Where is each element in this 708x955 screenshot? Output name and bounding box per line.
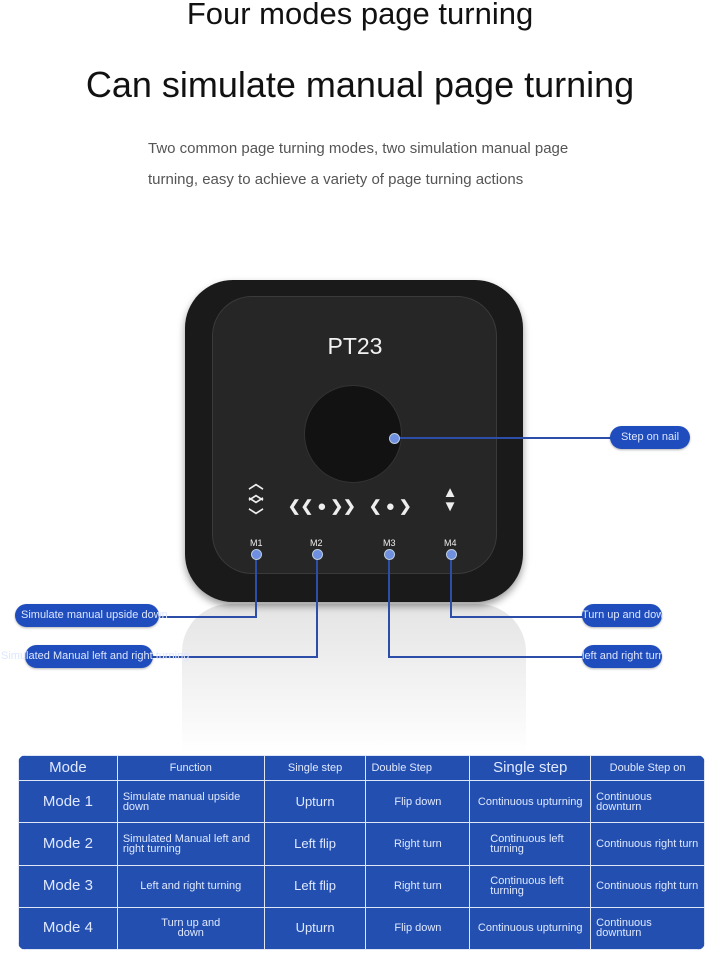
callout-dot <box>446 549 457 560</box>
callout-m2: Simulated Manual left and right turning <box>1 645 189 668</box>
m1-arrows-icon: ︿︿﹀﹀ <box>248 475 264 525</box>
callout-line <box>450 616 588 618</box>
table-row: Mode 4 Turn up and down Upturn Flip down… <box>18 906 705 950</box>
description-line: Two common page turning modes, two simul… <box>148 140 569 157</box>
callout-pedal: Step on nail <box>610 426 690 449</box>
header-cell: Double Step <box>365 755 471 782</box>
callout-line <box>255 553 257 617</box>
cell: Right turn <box>365 822 471 866</box>
callout-m3: left and right turning <box>582 645 662 668</box>
cell: Continuous right turn <box>590 864 705 908</box>
cell: Upturn <box>263 906 367 950</box>
callout-m1: Simulate manual upside down <box>15 604 168 627</box>
m4-label: M4 <box>444 538 457 548</box>
header-cell: Single step <box>469 755 592 782</box>
callout-line <box>150 616 257 618</box>
header-cell: Mode <box>18 755 118 782</box>
m2-arrows-icon: ❮❮ ● ❯❯ <box>288 498 356 515</box>
cell: Continuous left turning <box>469 864 592 908</box>
description-line: turning, easy to achieve a variety of pa… <box>148 171 524 188</box>
callout-line <box>150 656 318 658</box>
pedal-dial <box>304 385 402 483</box>
device-reflection <box>182 604 526 754</box>
device-model: PT23 <box>327 333 383 359</box>
modes-table: Mode Function Single step Double Step Si… <box>18 755 705 950</box>
cell: Simulate manual upside down <box>116 780 265 824</box>
cell: Flip down <box>365 780 471 824</box>
callout-dot <box>251 549 262 560</box>
cell: Continuous right turn <box>590 822 705 866</box>
cell: Continuous downturn <box>590 906 705 950</box>
table-row: Mode 2 Simulated Manual left and right t… <box>18 822 705 866</box>
cell: Left and right turning <box>116 864 265 908</box>
callout-line <box>316 553 318 657</box>
cell: Upturn <box>263 780 367 824</box>
cell: Continuous left turning <box>469 822 592 866</box>
callout-line <box>394 437 616 439</box>
cell: Simulated Manual left and right turning <box>116 822 265 866</box>
cell: Left flip <box>263 822 367 866</box>
cell: Mode 1 <box>18 780 118 824</box>
callout-dot <box>312 549 323 560</box>
cell: Flip down <box>365 906 471 950</box>
m3-label: M3 <box>383 538 396 548</box>
cell: Mode 4 <box>18 906 118 950</box>
callout-dot <box>384 549 395 560</box>
callout-line <box>388 553 390 657</box>
cell: Left flip <box>263 864 367 908</box>
callout-line <box>388 656 588 658</box>
table-row: Mode 1 Simulate manual upside down Uptur… <box>18 780 705 824</box>
cell: Mode 3 <box>18 864 118 908</box>
table-row: Mode 3 Left and right turning Left flip … <box>18 864 705 908</box>
page-subtitle: Can simulate manual page turning <box>85 64 635 105</box>
cell: Mode 2 <box>18 822 118 866</box>
header-cell: Function <box>116 755 265 782</box>
header-cell: Single step <box>263 755 367 782</box>
m2-label: M2 <box>310 538 323 548</box>
m1-label: M1 <box>250 538 263 548</box>
cell: Continuous downturn <box>590 780 705 824</box>
cell: Right turn <box>365 864 471 908</box>
table-header-row: Mode Function Single step Double Step Si… <box>18 755 705 782</box>
m4-arrows-icon: ▲▼ <box>442 484 458 515</box>
callout-line <box>450 553 452 617</box>
header-cell: Double Step on <box>590 755 705 782</box>
callout-dot <box>389 433 400 444</box>
cell: Turn up and down <box>116 906 265 950</box>
cell: Continuous upturning <box>469 906 592 950</box>
cell: Continuous upturning <box>469 780 592 824</box>
page-title: Four modes page turning <box>186 0 534 31</box>
m3-arrows-icon: ❮ ● ❯ <box>369 498 412 515</box>
callout-m4: Turn up and down <box>582 604 662 627</box>
